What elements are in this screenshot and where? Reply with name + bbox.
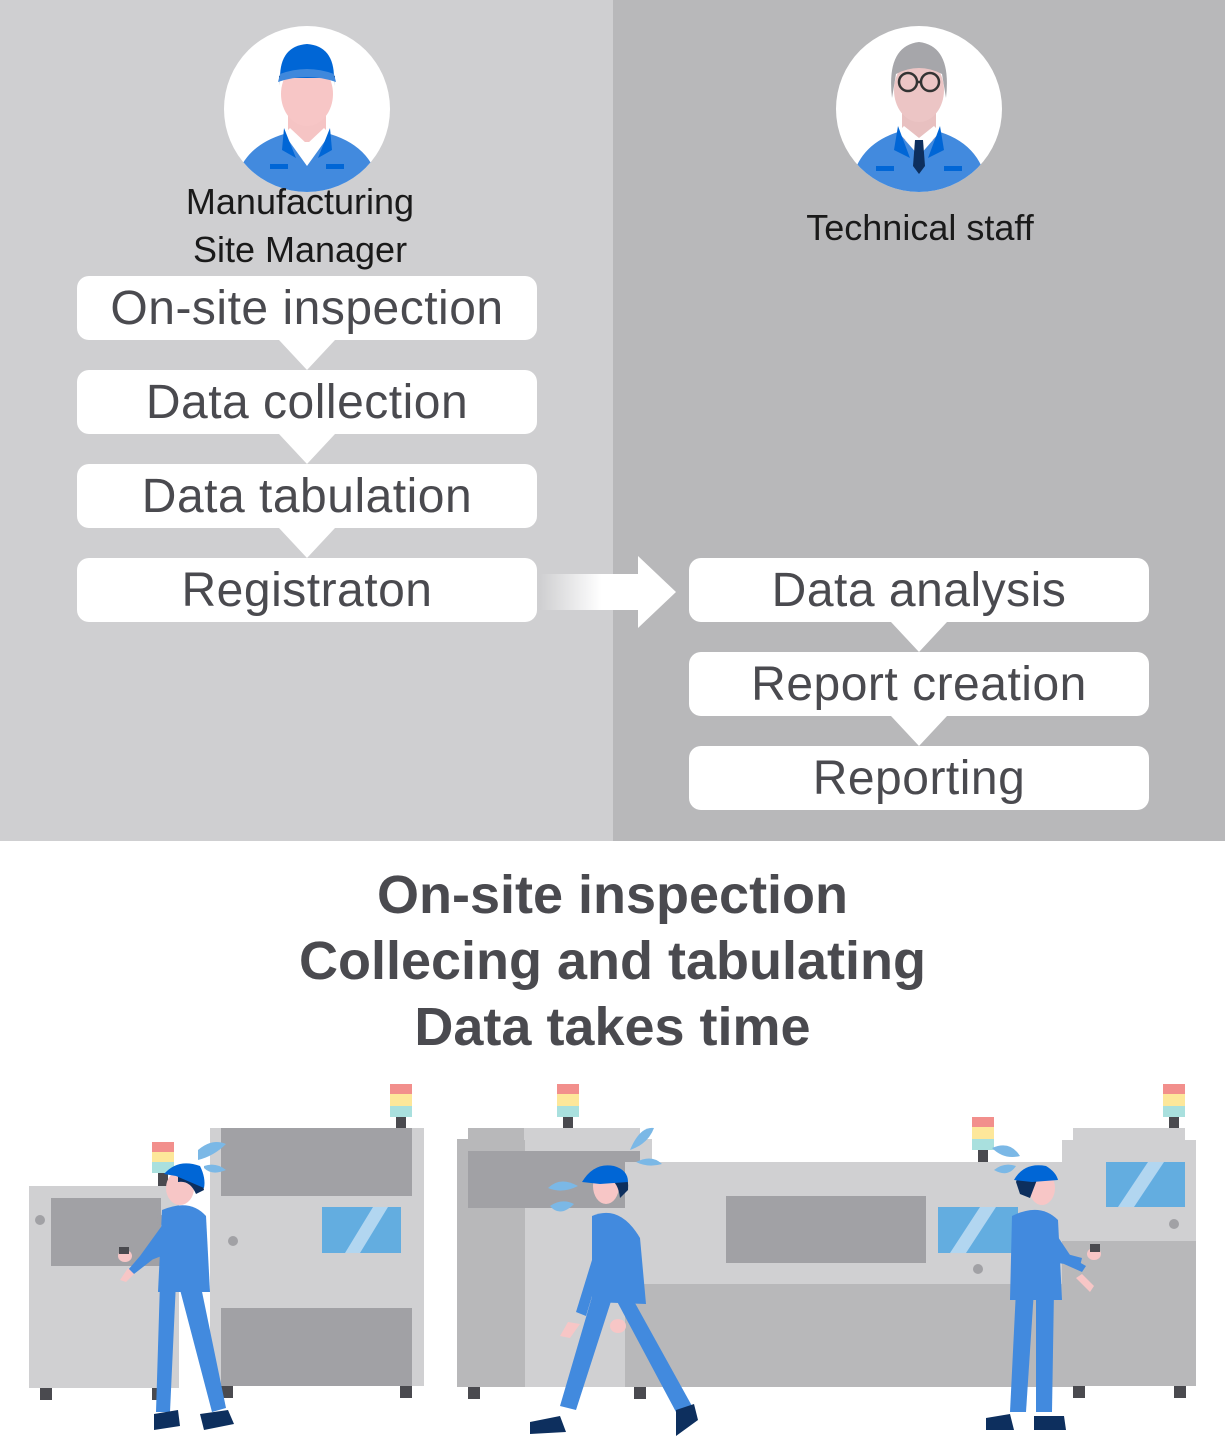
step-data-tabulation: Data tabulation bbox=[77, 464, 537, 528]
headline-line1: On-site inspection bbox=[376, 865, 849, 925]
worker-avatar-icon bbox=[224, 26, 390, 192]
step-data-analysis: Data analysis bbox=[689, 558, 1149, 622]
worker-icon bbox=[118, 1142, 234, 1430]
step-registration: Registraton bbox=[77, 558, 537, 622]
down-arrow-icon bbox=[891, 716, 947, 746]
step-reporting: Reporting bbox=[689, 746, 1149, 810]
down-arrow-icon bbox=[279, 528, 335, 558]
manufacturing-site-manager-label: Manufacturing Site Manager bbox=[130, 178, 470, 274]
technical-staff-label: Technical staff bbox=[806, 207, 1034, 248]
machine-icon bbox=[625, 1117, 1075, 1399]
right-arrow-icon bbox=[540, 556, 676, 628]
factory-scene-illustration bbox=[29, 1084, 1196, 1436]
worker-icon bbox=[530, 1127, 698, 1436]
headline-line2: Collecing and tabulating bbox=[298, 931, 926, 991]
step-report-creation: Report creation bbox=[689, 652, 1149, 716]
headline: On-site inspection Collecing and tabulat… bbox=[0, 862, 1225, 1060]
machine-icon bbox=[210, 1084, 424, 1398]
role-label-line2: Site Manager bbox=[192, 229, 408, 270]
step-data-collection: Data collection bbox=[77, 370, 537, 434]
engineer-avatar-icon bbox=[836, 26, 1002, 192]
headline-line3: Data takes time bbox=[414, 997, 811, 1057]
machine-icon bbox=[1062, 1084, 1196, 1398]
role-label-line1: Manufacturing bbox=[185, 181, 415, 222]
step-on-site-inspection: On-site inspection bbox=[77, 276, 537, 340]
machine-icon bbox=[29, 1142, 179, 1400]
worker-icon bbox=[986, 1145, 1101, 1430]
down-arrow-icon bbox=[279, 340, 335, 370]
down-arrow-icon bbox=[279, 434, 335, 464]
down-arrow-icon bbox=[891, 622, 947, 652]
